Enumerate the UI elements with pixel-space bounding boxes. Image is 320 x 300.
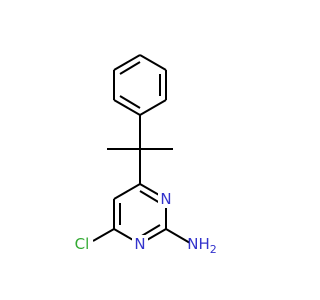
bond-c6-cl: [92, 228, 115, 242]
bond-ph6-ph1: [139, 54, 167, 71]
atom-label-n1: N: [134, 235, 145, 253]
nh2-subscript: 2: [210, 243, 217, 256]
atom-label-nh2: NH2: [187, 235, 217, 256]
bond-ph3-ph4-double: [119, 95, 141, 109]
nh2-main-text: NH: [187, 235, 210, 253]
substituents: [92, 228, 191, 244]
n1-label-bg: [132, 235, 148, 253]
atom-label-cl: Cl: [75, 235, 90, 253]
bond-c5-c4: [113, 183, 141, 200]
bond-ph1-ph2-double: [119, 61, 141, 75]
bond-ph1-ph2: [113, 54, 141, 71]
atom-label-n3: N: [160, 190, 171, 208]
bond-ph3-ph4: [113, 99, 141, 116]
atom-labels: N N Cl NH2: [71, 190, 219, 257]
isopropylidene-center: [107, 115, 173, 184]
phenyl-ring: [113, 54, 167, 116]
bond-c4-n3-double: [139, 190, 161, 204]
n3-label-bg: [158, 190, 174, 208]
nh2-label-bg: [189, 235, 219, 257]
bond-c2-nh2: [165, 228, 191, 244]
cl-label-bg: [71, 235, 93, 253]
bond-ph4-ph5: [139, 99, 167, 116]
molecule-structure-diagram: N N Cl NH2: [71, 54, 219, 257]
